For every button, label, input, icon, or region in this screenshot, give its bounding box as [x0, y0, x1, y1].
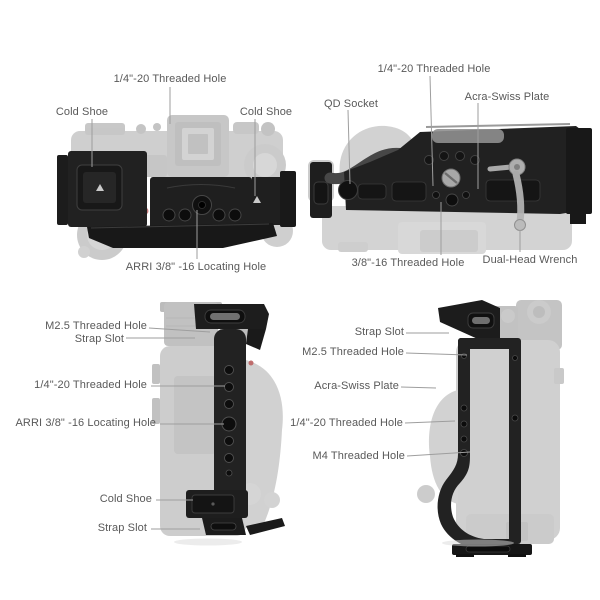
acra-swiss-recess	[485, 179, 541, 202]
strap-slot-bottom-opening	[210, 522, 237, 531]
cage-baseplate	[310, 123, 592, 224]
label-top-arri-hole: ARRI 3/8" -16 Locating Hole	[125, 261, 267, 273]
label-right-strap-slot: Strap Slot	[354, 326, 404, 338]
label-top-threaded-hole: 1/4"-20 Threaded Hole	[113, 73, 227, 85]
label-left-threaded-hole: 1/4"-20 Threaded Hole	[34, 379, 147, 391]
label-left-strap-top: Strap Slot	[74, 333, 124, 345]
m4-threaded-hole	[460, 449, 468, 457]
camera-cage-bottom-view-illustration	[308, 123, 592, 254]
camera-cage-right-side-illustration	[417, 300, 564, 557]
qd-socket-hole	[338, 180, 358, 200]
arri-locating-hole	[221, 416, 237, 432]
cage-side-rail	[186, 304, 285, 535]
label-right-m25: M2.5 Threaded Hole	[302, 346, 404, 358]
camera-cage-left-side-illustration	[152, 302, 285, 536]
label-left-arri-hole: ARRI 3/8" -16 Locating Hole	[15, 417, 156, 429]
dual-head-wrench-tool	[487, 158, 526, 231]
cage-top-plates	[57, 151, 296, 248]
label-top-cold-shoe-left: Cold Shoe	[55, 106, 109, 118]
label-bottom-threaded-hole-38: 3/8"-16 Threaded Hole	[351, 257, 465, 269]
label-left-cold-shoe: Cold Shoe	[99, 493, 152, 505]
label-left-m25: M2.5 Threaded Hole	[45, 320, 147, 332]
threaded-hole-38	[445, 193, 459, 207]
label-top-cold-shoe-right: Cold Shoe	[239, 106, 293, 118]
label-right-m4: M4 Threaded Hole	[312, 450, 405, 462]
lens-index-dot	[248, 360, 254, 366]
label-bottom-acra-swiss: Acra-Swiss Plate	[464, 91, 550, 103]
label-bottom-wrench: Dual-Head Wrench	[482, 254, 578, 266]
label-bottom-qd-socket: QD Socket	[323, 98, 379, 110]
label-right-threaded-hole: 1/4"-20 Threaded Hole	[290, 417, 403, 429]
label-right-acra-swiss: Acra-Swiss Plate	[314, 380, 399, 392]
label-left-strap-bottom: Strap Slot	[97, 522, 147, 534]
camera-cage-top-view-illustration	[57, 115, 296, 260]
label-bottom-threaded-hole: 1/4"-20 Threaded Hole	[377, 63, 491, 75]
